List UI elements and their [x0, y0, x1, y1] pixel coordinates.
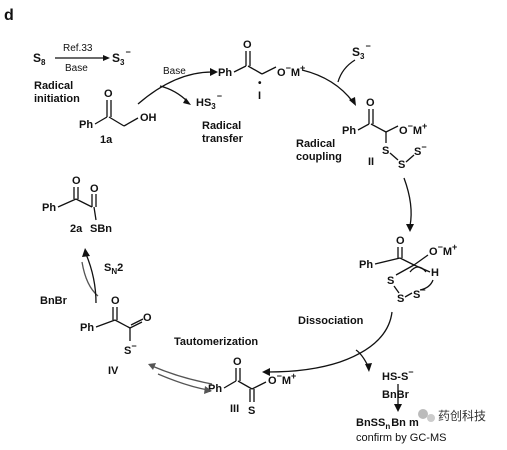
compound-1a-oh: OH: [140, 112, 157, 124]
product-2a-o2: O: [90, 183, 99, 195]
panel-label: d: [4, 7, 14, 24]
cyclic-s1: S: [387, 275, 394, 287]
coupling-arrow: [301, 69, 354, 103]
s3-addition-arrow: [337, 59, 356, 83]
intermediate-I-alkoxide: O−M+: [277, 63, 305, 79]
sn2-label: SN2: [104, 262, 123, 276]
intermediate-IV-s: S−: [124, 341, 137, 357]
dissociation-label: Dissociation: [298, 315, 364, 327]
radical-transfer: Base HS3− Radical transfer: [137, 66, 244, 145]
tautomerization-arrow-reverse: [157, 373, 209, 391]
byproduct: BnSSnBn m confirm by GC-MS: [356, 417, 446, 444]
tautomerization-step: Tautomerization: [148, 336, 258, 394]
compound-1a-o: O: [104, 88, 113, 100]
radical-initiation: S8 Ref.33 Base S3− Radical initiation: [33, 43, 131, 105]
hss-anion: HS-S−: [382, 367, 414, 383]
watermark-logo-icon: [418, 409, 428, 419]
tautomerization-label: Tautomerization: [174, 336, 258, 348]
product-2a: O Ph O SBn 2a: [42, 175, 112, 235]
cyclic-s3: S−: [413, 285, 426, 301]
byproduct-line1: BnSSnBn m: [356, 417, 419, 431]
transfer-label-line2: transfer: [202, 133, 244, 145]
cyclic-o: O: [396, 235, 405, 247]
alkylation-step: BnBr SN2: [40, 248, 123, 307]
product-2a-label: 2a: [70, 223, 83, 235]
intermediate-II-label: II: [368, 156, 374, 168]
cyclic-s2: S: [397, 293, 404, 305]
transfer-arrow: [137, 71, 213, 105]
intermediate-IV-o1: O: [111, 295, 120, 307]
intermediate-II-ph: Ph: [342, 125, 356, 137]
intermediate-IV-o2: O: [143, 312, 152, 324]
transfer-base-label: Base: [163, 66, 186, 77]
intermediate-II-s3: S−: [414, 142, 427, 158]
intermediate-III-alkoxide: O−M+: [268, 371, 296, 387]
cyclic-ph: Ph: [359, 259, 373, 271]
intermediate-II-o: O: [366, 97, 375, 109]
product-2a-o1: O: [72, 175, 81, 187]
sn2-arrow: [85, 253, 97, 304]
radical-dot: •: [258, 78, 262, 89]
intermediate-IV-label: IV: [108, 365, 119, 377]
electron-push-arrow-1: [419, 279, 434, 291]
cyclic-h: H: [431, 267, 439, 279]
alkylation-bnbr: BnBr: [40, 295, 68, 307]
watermark-logo-icon-secondary: [427, 414, 435, 422]
hs3-anion: HS3−: [196, 91, 222, 111]
hs3-release-arrow: [159, 85, 189, 103]
intermediate-I-ph: Ph: [218, 67, 232, 79]
cyclic-trisulfide-species: O Ph O−M+ H S S S−: [359, 235, 457, 305]
intermediate-III-o: O: [233, 356, 242, 368]
cyclic-alkoxide: O−M+: [429, 242, 457, 258]
initiation-label-line1: Radical: [34, 80, 73, 92]
base-label: Base: [65, 63, 88, 74]
intermediate-II: Ph O O−M+ S S S− II: [342, 97, 427, 171]
ref-label: Ref.33: [63, 43, 93, 54]
byproduct-line2: confirm by GC-MS: [356, 432, 446, 444]
radical-coupling: S3− Radical coupling: [296, 41, 371, 163]
transfer-label-line1: Radical: [202, 120, 241, 132]
s3-radical-anion: S3−: [112, 47, 131, 67]
dissociation-step: Dissociation HS-S− BnBr: [262, 311, 414, 412]
product-2a-ph: Ph: [42, 202, 56, 214]
compound-1a-ph: Ph: [79, 119, 93, 131]
intermediate-I-o: O: [243, 39, 252, 51]
intermediate-I: Ph O O−M+ • I: [218, 39, 305, 102]
compound-1a-label: 1a: [100, 134, 113, 146]
intermediate-III-label: III: [230, 403, 239, 415]
dissociation-bnbr: BnBr: [382, 389, 410, 401]
watermark-text: 药创科技: [438, 409, 486, 423]
watermark: 药创科技: [418, 409, 486, 423]
dissociation-arrow: [267, 311, 393, 373]
s8-reagent: S8: [33, 51, 46, 67]
coupling-s3: S3−: [352, 41, 371, 61]
tautomerization-arrow-forward: [151, 365, 213, 385]
coupling-label-line2: coupling: [296, 151, 342, 163]
intermediate-III: Ph O O−M+ S III: [208, 356, 296, 417]
intermediate-I-label: I: [258, 90, 261, 102]
initiation-label-line2: initiation: [34, 93, 80, 105]
product-2a-sbn: SBn: [90, 223, 112, 235]
intermediate-III-s: S: [248, 405, 255, 417]
intermediate-II-s1: S: [382, 145, 389, 157]
cyclization-arrow: [403, 177, 412, 227]
intermediate-IV-ph: Ph: [80, 322, 94, 334]
intermediate-II-alkoxide: O−M+: [399, 121, 427, 137]
intermediate-II-s2: S: [398, 159, 405, 171]
intermediate-IV: O Ph O S− IV: [80, 295, 152, 377]
electron-push-arrow-2: [409, 266, 427, 273]
intermediate-III-ph: Ph: [208, 383, 222, 395]
coupling-label-line1: Radical: [296, 138, 335, 150]
compound-1a: Ph O OH 1a: [79, 88, 157, 146]
